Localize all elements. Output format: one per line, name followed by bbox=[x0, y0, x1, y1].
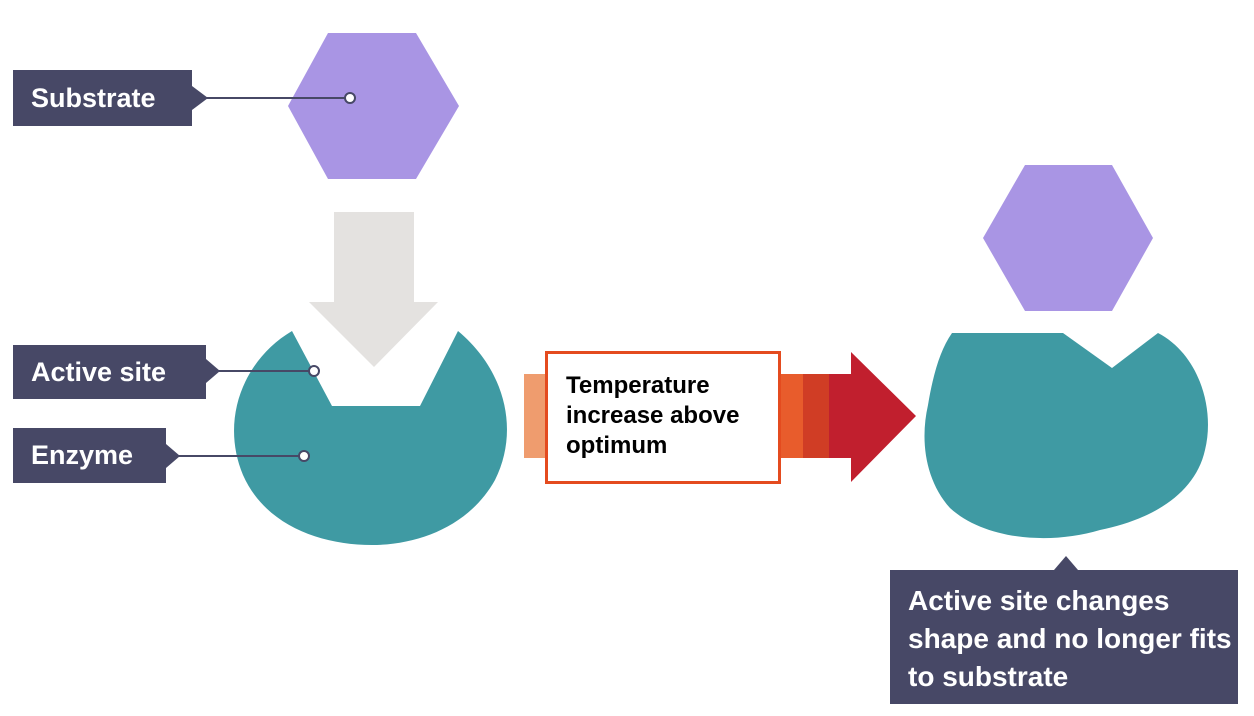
heat-arrow-segment-3 bbox=[803, 374, 829, 458]
heat-arrow-segment-2 bbox=[781, 374, 803, 458]
result-label: Active site changes shape and no longer … bbox=[890, 570, 1238, 704]
heat-arrow-segment-1 bbox=[524, 374, 548, 458]
denatured-enzyme-shape bbox=[924, 333, 1208, 539]
enzyme-label: Enzyme bbox=[13, 428, 166, 483]
substrate-pointer-dot bbox=[344, 92, 356, 104]
substrate-label-pointer bbox=[192, 86, 208, 110]
heat-arrow-head bbox=[829, 352, 916, 482]
active-site-label-pointer bbox=[206, 359, 220, 383]
result-label-pointer bbox=[1054, 556, 1078, 570]
enzyme-label-pointer bbox=[166, 444, 180, 468]
substrate-label: Substrate bbox=[13, 70, 192, 126]
enzyme-pointer-dot bbox=[298, 450, 310, 462]
leader-lines bbox=[178, 97, 345, 457]
down-arrow bbox=[309, 212, 438, 367]
enzyme-shape bbox=[234, 331, 507, 545]
active-site-label: Active site bbox=[13, 345, 206, 399]
substrate-hexagon bbox=[288, 33, 459, 179]
substrate-hexagon-right bbox=[983, 165, 1153, 311]
temperature-increase-box: Temperature increase above optimum bbox=[545, 351, 781, 484]
active-site-pointer-dot bbox=[308, 365, 320, 377]
